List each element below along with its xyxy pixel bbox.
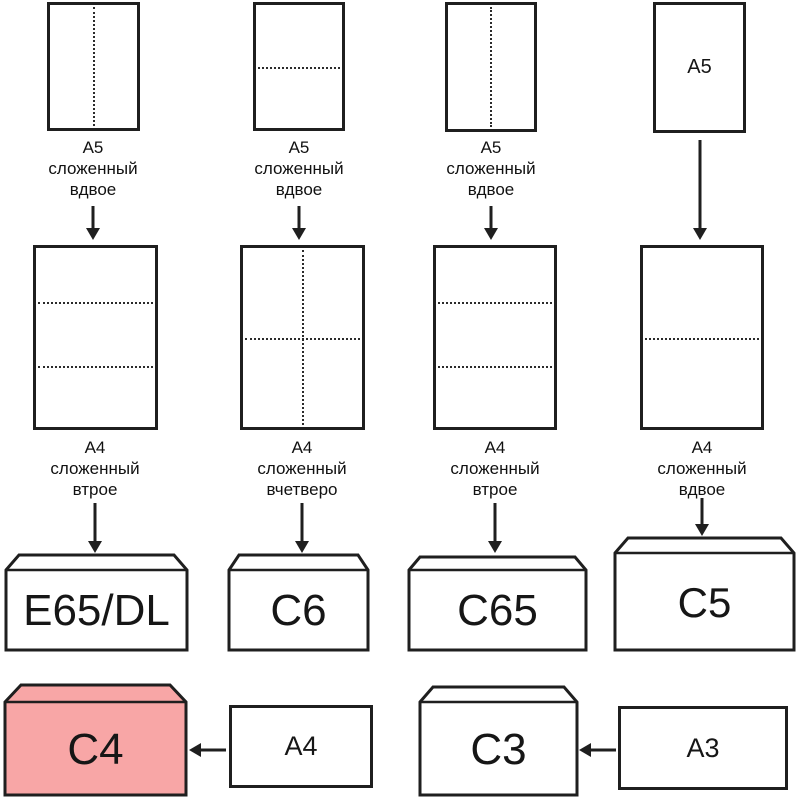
down-arrow [483,206,499,240]
fold-line-horizontal [245,337,360,340]
down-arrow [487,503,503,553]
arrow-head-icon [695,524,709,536]
arrow-shaft [700,498,704,527]
envelope-label: E65/DL [23,586,170,635]
envelope-shape [407,555,588,652]
paper-a4-flat: A4 [229,705,373,788]
fold-line-third-upper [38,301,153,304]
arrow-shaft [493,503,497,544]
caption-a5-folded-col2: A5 сложенный вдвое [254,138,344,199]
arrow-head-icon [579,743,591,757]
envelope-shape [613,536,796,652]
caption-a4-folded-col4: A4 сложенный вдвое [657,438,747,499]
arrow-head-icon [484,228,498,240]
arrow-head-icon [189,743,201,757]
caption-a4-folded-col3: A4 сложенный втрое [450,438,540,499]
paper-a5-col4: A5 [653,2,746,133]
paper-a4-col3 [433,245,557,430]
caption-a4-folded-col2: A4 сложенный вчетверо [257,438,347,499]
arrow-head-icon [86,228,100,240]
envelope-shape [4,553,189,652]
paper-a4-col1 [33,245,158,430]
paper-a5-label: A5 [687,56,712,78]
arrow-shaft [300,503,304,544]
fold-line-horizontal [645,337,759,340]
paper-a3-flat: A3 [618,706,788,790]
down-arrow [291,206,307,240]
envelope-label: C65 [457,586,538,635]
fold-line-vertical [92,7,95,126]
arrow-head-icon [693,228,707,240]
envelope-shape [418,685,579,797]
arrow-shaft [297,206,301,231]
arrow-shaft [91,206,95,231]
arrow-shaft [93,503,97,544]
envelope-label: C4 [67,724,124,774]
left-arrow [189,743,226,757]
envelope-shape [227,553,370,652]
arrow-shaft [198,748,226,752]
arrow-head-icon [292,228,306,240]
paper-a4-col2 [240,245,365,430]
caption-a5-folded-col1: A5 сложенный вдвое [48,138,138,199]
envelope-label: C5 [677,578,732,626]
envelope-label: C3 [470,724,527,774]
fold-line-third-lower [438,366,552,369]
arrow-head-icon [88,541,102,553]
down-arrow [694,498,710,536]
fold-line-third-upper [438,301,552,304]
down-arrow [85,206,101,240]
envelope-c3: C3 [418,685,579,797]
down-arrow [294,503,310,553]
paper-a5-col1 [47,2,140,131]
arrow-head-icon [488,541,502,553]
envelope-label: C6 [270,586,327,635]
envelope-c4-highlighted: C4 [3,683,188,797]
fold-line-vertical [490,7,492,127]
left-arrow [579,743,616,757]
arrow-shaft [588,748,616,752]
envelope-c5: C5 [613,536,796,652]
arrow-shaft [698,140,702,231]
envelope-shape [3,683,188,797]
envelope-c6: C6 [227,553,370,652]
down-arrow [87,503,103,553]
envelope-e65dl: E65/DL [4,553,189,652]
caption-a5-folded-col3: A5 сложенный вдвое [446,138,536,199]
caption-a4-folded-col1: A4 сложенный втрое [50,438,140,499]
fold-line-horizontal [258,66,340,69]
paper-a5-col3 [445,2,537,132]
fold-line-third-lower [38,366,153,369]
envelope-c65: C65 [407,555,588,652]
arrow-head-icon [295,541,309,553]
down-arrow-long [692,140,708,240]
arrow-shaft [489,206,493,231]
paper-a5-col2 [253,2,345,131]
paper-a4-col4 [640,245,764,430]
